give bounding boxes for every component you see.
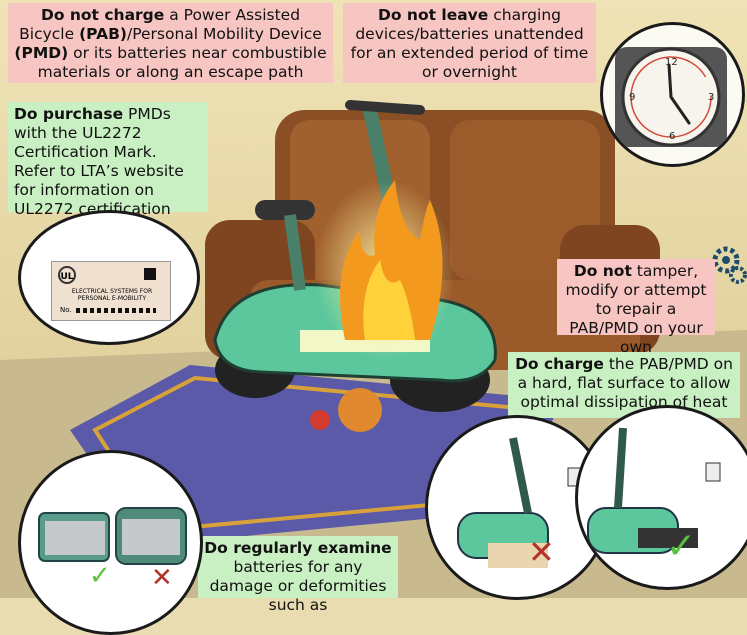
ul-mark-icon: UL	[58, 266, 76, 284]
tip-heading: Do purchase	[14, 105, 124, 123]
clock-icon: 12 3 6 9	[615, 47, 727, 147]
tip-do-not-leave-unattended: Do not leave charging devices/batteries …	[343, 3, 596, 83]
tip-text: the PAB/PMD on a hard, flat surface to a…	[517, 355, 733, 411]
clock-illustration: 12 3 6 9	[600, 22, 745, 167]
battery-illustration: ✓ ✕	[18, 450, 203, 635]
check-icon: ✓	[666, 526, 697, 567]
tip-text: charging devices/batteries unattended fo…	[350, 6, 589, 81]
tip-text: PMDs with the UL2272 Certification Mark.…	[14, 105, 184, 218]
ul-label-illustration: UL ELECTRICAL SYSTEMS FOR PERSONAL E-MOB…	[18, 210, 200, 345]
tip-heading: (PMD)	[14, 44, 69, 62]
scooter-on-soft-surface	[457, 437, 583, 568]
gear-icon	[712, 246, 747, 284]
clock-number-6: 6	[669, 131, 675, 142]
ul-label-line2: PERSONAL E-MOBILITY	[77, 295, 147, 302]
ul-qr-square	[144, 268, 156, 280]
cross-icon: ✕	[151, 563, 173, 593]
ul-certification-label: UL ELECTRICAL SYSTEMS FOR PERSONAL E-MOB…	[51, 261, 171, 321]
battery-comparison	[38, 507, 187, 565]
tip-do-not-tamper: Do not tamper, modify or attempt to repa…	[557, 259, 715, 356]
tip-do-charge-flat-surface: Do charge the PAB/PMD on a hard, flat su…	[508, 352, 740, 418]
clock-number-9: 9	[629, 92, 635, 103]
charging-flat-surface-illustration: ✓	[575, 405, 747, 590]
tip-do-purchase-ul2272: Do purchase PMDs with the UL2272 Certifi…	[8, 102, 208, 218]
tip-text: /Personal Mobility Device	[127, 25, 322, 43]
ul-label-serial: No.	[60, 306, 72, 314]
clock-number-12: 12	[665, 57, 678, 68]
tip-heading: Do not leave	[378, 6, 489, 24]
ul-label-line1: ELECTRICAL SYSTEMS FOR	[71, 288, 153, 295]
fire-icon	[315, 180, 455, 360]
tip-do-regularly-examine: Do regularly examine batteries for any d…	[198, 536, 398, 614]
tip-text: a Power Assisted Bicycle	[19, 6, 301, 43]
tip-heading: Do regularly examine	[204, 539, 392, 557]
tip-heading: (PAB)	[79, 25, 127, 43]
ul-label-barcode	[76, 308, 156, 313]
cross-icon: ✕	[528, 533, 555, 571]
tip-do-not-charge-near-combustibles: Do not charge a Power Assisted Bicycle (…	[8, 3, 333, 83]
tip-text: tamper, modify or attempt to repair a PA…	[565, 262, 707, 356]
tip-heading: Do not charge	[40, 6, 165, 24]
clock-number-3: 3	[708, 92, 714, 103]
tip-text: or its batteries near combustible materi…	[37, 44, 327, 81]
tip-text: batteries for any damage or deformities …	[209, 558, 387, 614]
scooter-on-flat-surface	[587, 427, 721, 554]
tip-heading: Do charge	[515, 355, 604, 373]
tip-heading: Do not	[573, 262, 632, 280]
check-icon: ✓	[89, 561, 111, 591]
